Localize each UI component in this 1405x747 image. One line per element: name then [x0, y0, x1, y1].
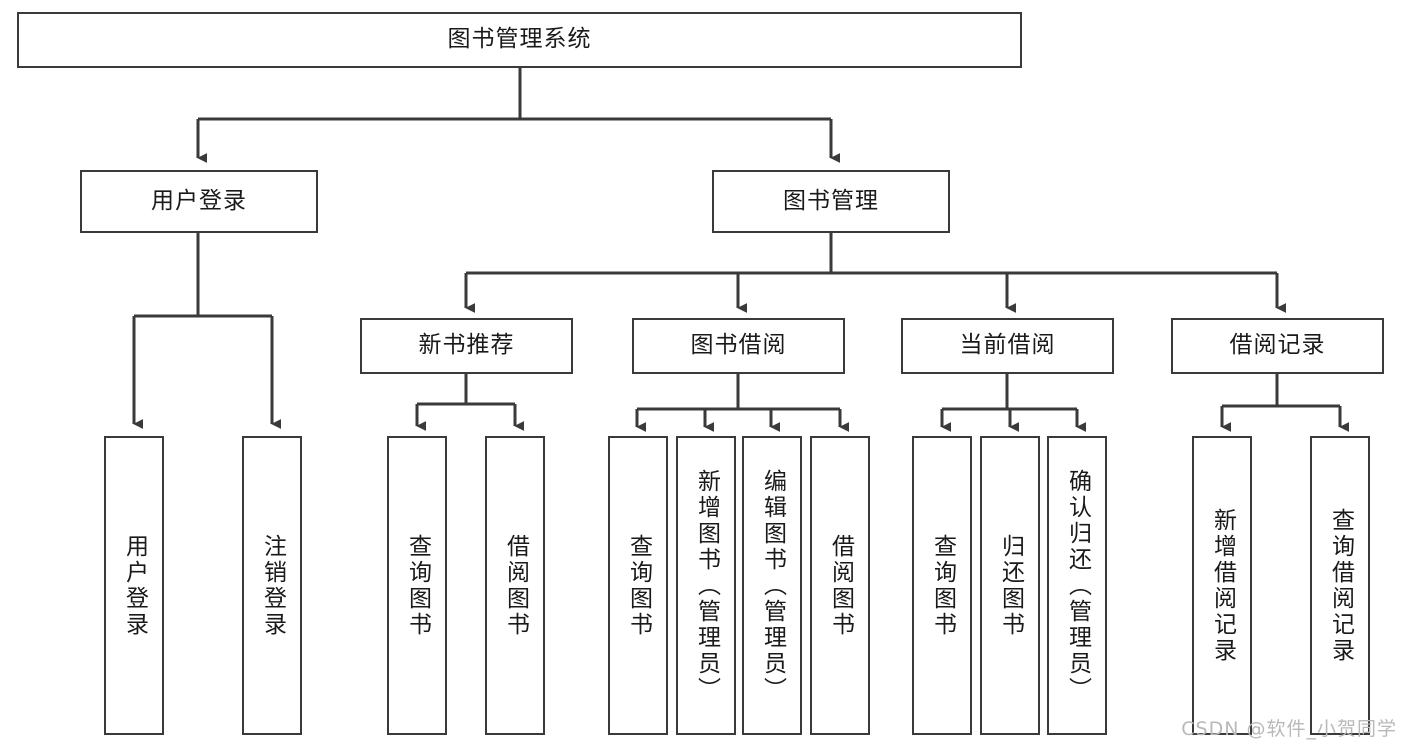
- node-label: 当前借阅: [959, 332, 1056, 359]
- node-book-borrow[interactable]: 图书借阅: [632, 318, 845, 374]
- node-label: 查询图书: [404, 533, 431, 638]
- node-label: 归还图书: [997, 533, 1024, 638]
- node-label: 借阅图书: [502, 533, 529, 638]
- node-leaf-edit-book[interactable]: 编辑图书（管理员）: [742, 436, 802, 735]
- node-book-management[interactable]: 图书管理: [712, 170, 950, 233]
- node-leaf-user-login[interactable]: 用户登录: [104, 436, 164, 735]
- node-borrow-record[interactable]: 借阅记录: [1171, 318, 1384, 374]
- node-leaf-borrow-book-1[interactable]: 借阅图书: [485, 436, 545, 735]
- node-leaf-confirm-return[interactable]: 确认归还（管理员）: [1047, 436, 1107, 735]
- node-label: 确认归还（管理员）: [1064, 468, 1091, 703]
- node-label: 图书借阅: [690, 332, 787, 359]
- node-label: 借阅图书: [827, 533, 854, 638]
- node-leaf-return-book[interactable]: 归还图书: [980, 436, 1040, 735]
- node-leaf-query-book-1[interactable]: 查询图书: [387, 436, 447, 735]
- node-leaf-logout-login[interactable]: 注销登录: [242, 436, 302, 735]
- node-label: 注销登录: [259, 533, 286, 638]
- node-label: 图书管理系统: [447, 26, 592, 53]
- node-user-login[interactable]: 用户登录: [80, 170, 318, 233]
- node-label: 查询图书: [929, 533, 956, 638]
- node-label: 查询图书: [625, 533, 652, 638]
- node-label: 用户登录: [121, 533, 148, 638]
- node-label: 图书管理: [783, 187, 879, 214]
- node-leaf-borrow-book-2[interactable]: 借阅图书: [810, 436, 870, 735]
- node-current-borrow[interactable]: 当前借阅: [901, 318, 1114, 374]
- node-leaf-add-book[interactable]: 新增图书（管理员）: [676, 436, 736, 735]
- node-label: 借阅记录: [1229, 332, 1326, 359]
- node-leaf-query-record[interactable]: 查询借阅记录: [1310, 436, 1370, 735]
- node-label: 查询借阅记录: [1327, 507, 1354, 664]
- node-label: 用户登录: [151, 187, 247, 214]
- node-label: 新增借阅记录: [1209, 507, 1236, 664]
- node-new-book-recommend[interactable]: 新书推荐: [360, 318, 573, 374]
- node-label: 新书推荐: [418, 332, 515, 359]
- node-root-book-management-system[interactable]: 图书管理系统: [17, 12, 1022, 68]
- node-label: 新增图书（管理员）: [693, 468, 720, 703]
- node-leaf-query-book-2[interactable]: 查询图书: [608, 436, 668, 735]
- node-leaf-query-book-3[interactable]: 查询图书: [912, 436, 972, 735]
- node-label: 编辑图书（管理员）: [759, 468, 786, 703]
- node-leaf-add-record[interactable]: 新增借阅记录: [1192, 436, 1252, 735]
